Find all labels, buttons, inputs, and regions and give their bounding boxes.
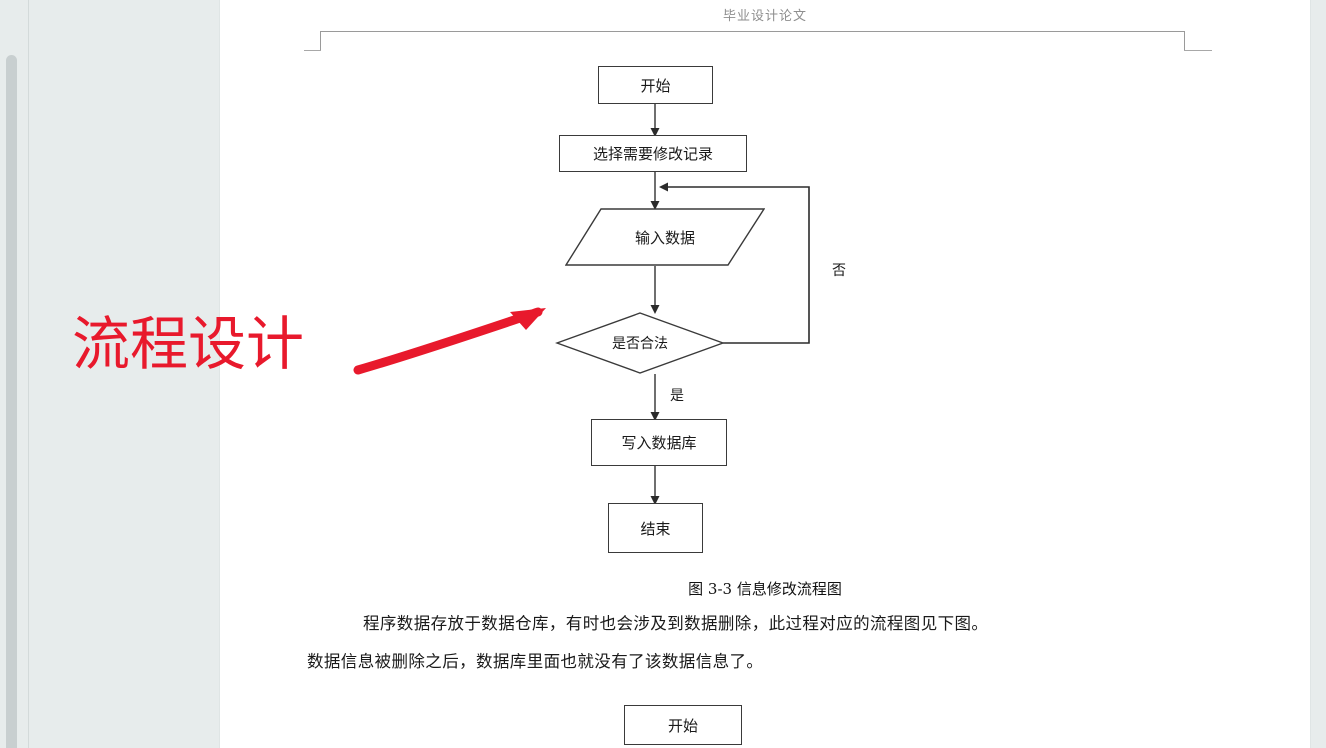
header-rule-left-stub [304,50,321,51]
header-rule-middle [320,31,1185,32]
flow-node-decision-legal-label: 是否合法 [612,336,668,352]
body-paragraph-1: 程序数据存放于数据仓库，有时也会涉及到数据删除，此过程对应的流程图见下图。 [363,614,989,633]
flow-node-write-db[interactable]: 写入数据库 [591,419,727,466]
flow-node-select-record[interactable]: 选择需要修改记录 [559,135,747,172]
next-flow-node-start-label: 开始 [667,716,698,735]
header-rule-right-stub [1184,50,1212,51]
document-page: 毕业设计论文 [220,0,1310,748]
flow-node-start-label: 开始 [640,76,671,95]
flow-node-end[interactable]: 结束 [608,503,703,553]
vertical-scrollbar-thumb[interactable] [6,55,17,748]
flowchart-connectors [650,104,810,505]
header-rule-right-tick [1184,31,1185,51]
flow-node-input-data[interactable]: 输入数据 [564,208,766,266]
parallelogram-shape [564,208,766,266]
page-right-edge [1310,0,1311,748]
figure-caption: 图 3-3 信息修改流程图 [688,580,842,598]
annotation-text: 流程设计 [72,310,305,378]
gutter-divider [28,0,29,748]
flow-node-select-record-label: 选择需要修改记录 [592,145,713,163]
diamond-shape [554,312,726,374]
vertical-scrollbar[interactable] [0,0,20,748]
flow-node-end-label: 结束 [640,519,671,538]
page-left-edge [219,0,220,748]
page-header-title: 毕业设计论文 [722,9,807,24]
flow-node-start[interactable]: 开始 [598,66,713,104]
flow-node-write-db-label: 写入数据库 [621,434,697,452]
flow-node-input-data-label: 输入数据 [634,228,695,247]
body-paragraph-2: 数据信息被删除之后，数据库里面也就没有了该数据信息了。 [307,652,764,671]
annotation-arrow [353,307,546,375]
edge-label-yes: 是 [670,388,684,404]
next-flow-node-start[interactable]: 开始 [624,705,742,745]
header-rule-left-tick [320,31,321,51]
flow-node-decision-legal[interactable]: 是否合法 [554,312,726,374]
edge-label-no: 否 [832,263,846,279]
